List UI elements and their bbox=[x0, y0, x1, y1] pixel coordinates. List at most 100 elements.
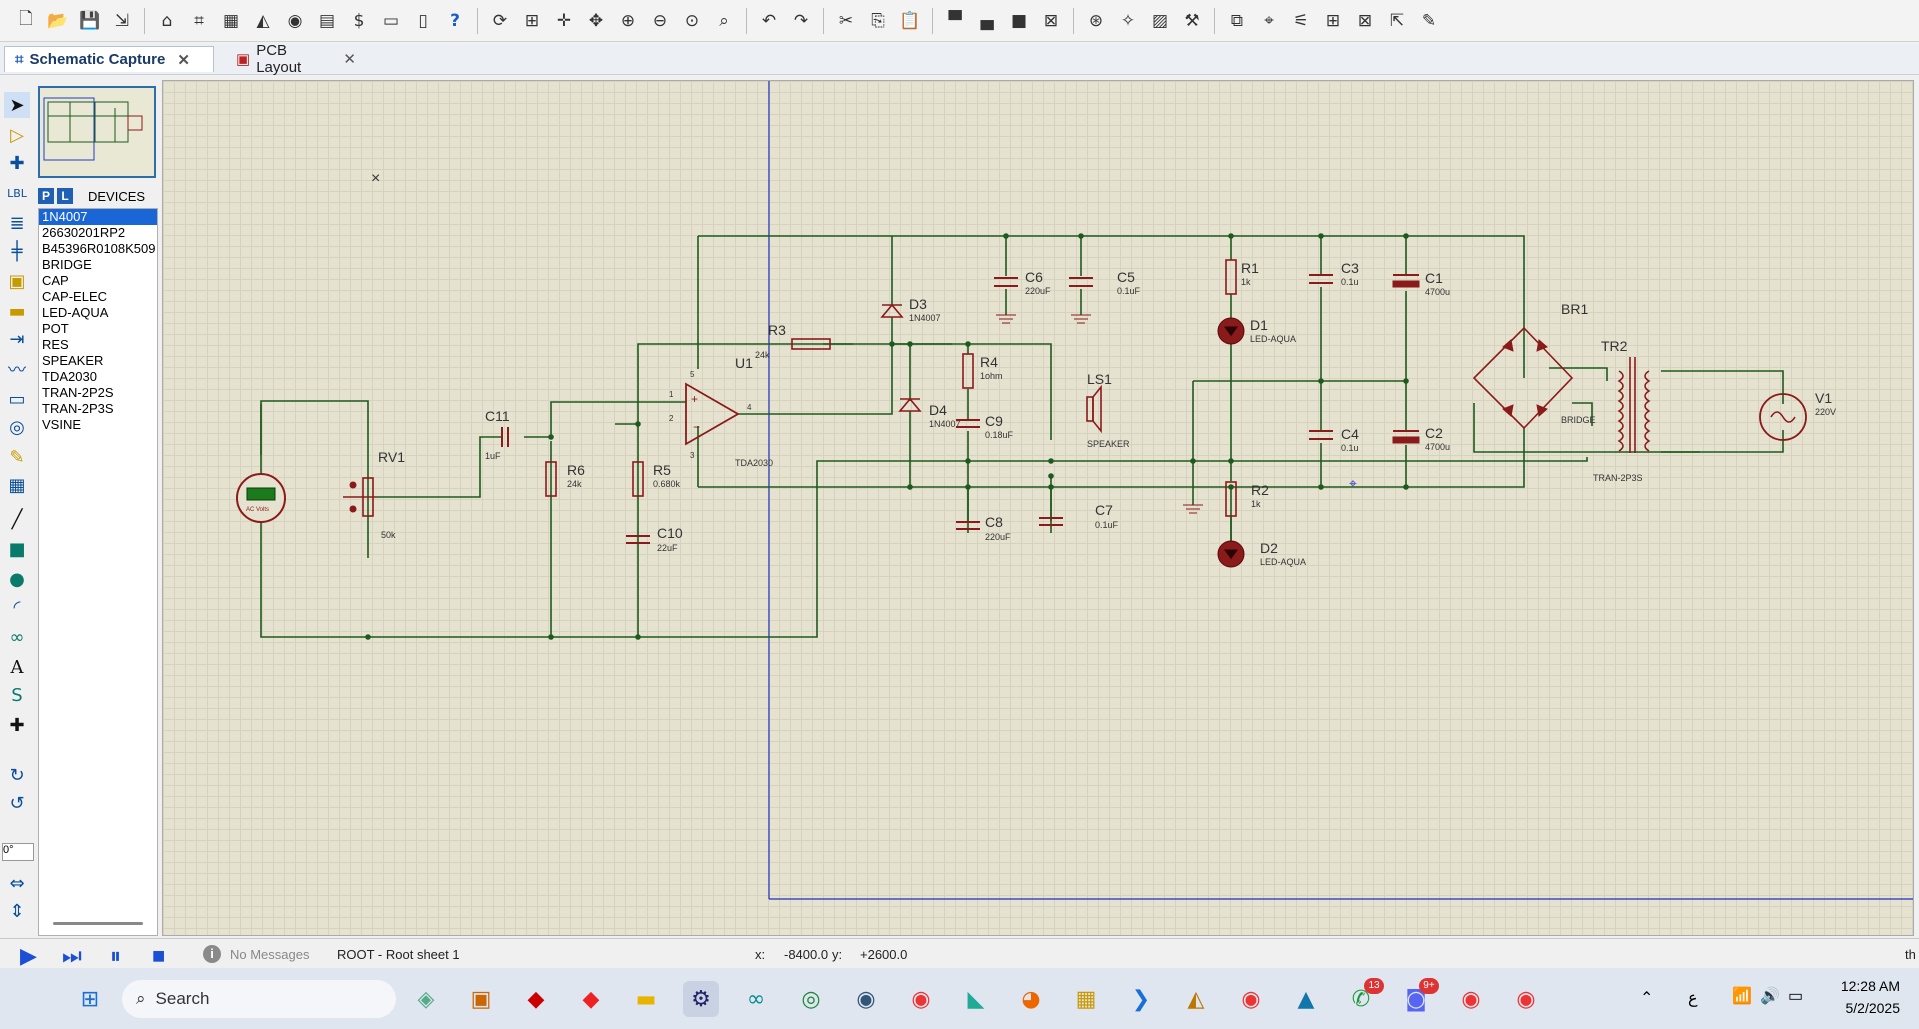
capacitor-c4[interactable]: C4 0.1u bbox=[1309, 426, 1359, 453]
new-sheet-icon[interactable]: ⊞ bbox=[1325, 10, 1341, 31]
netlist-icon[interactable]: ✎ bbox=[1421, 10, 1437, 31]
ac-voltmeter[interactable]: AC Volts bbox=[236, 473, 286, 523]
resistor-r3[interactable]: R3 24k bbox=[755, 322, 831, 360]
tab-schematic-capture[interactable]: ⌗ Schematic Capture ✕ bbox=[4, 46, 214, 72]
schematic-icon[interactable]: ⌗ bbox=[194, 10, 204, 31]
copy-icon[interactable]: ⎘ bbox=[871, 10, 885, 31]
block-rotate-icon[interactable]: ■ bbox=[1010, 10, 1028, 31]
device-item[interactable]: 26630201RP2 bbox=[42, 225, 126, 240]
open-folder-icon[interactable]: 📂 bbox=[47, 10, 69, 31]
device-item[interactable]: CAP bbox=[42, 273, 69, 288]
led-d2[interactable]: D2 LED-AQUA bbox=[1217, 540, 1306, 568]
clock-time[interactable]: 12:28 AM bbox=[1840, 978, 1900, 994]
device-item[interactable]: 1N4007 bbox=[39, 209, 157, 225]
file-explorer-icon[interactable]: ▬ bbox=[635, 986, 657, 1012]
packaging-tool-icon[interactable]: ▨ bbox=[1151, 10, 1169, 31]
whatsapp-icon[interactable]: ✆ bbox=[1351, 986, 1371, 1012]
zoom-all-icon[interactable]: ⊙ bbox=[684, 10, 700, 31]
edge-icon[interactable]: ◎ bbox=[801, 986, 821, 1012]
redo-icon[interactable]: ↷ bbox=[793, 10, 809, 31]
graph-icon[interactable]: 〰 bbox=[8, 360, 26, 381]
3d-view-icon[interactable]: ◉ bbox=[287, 10, 303, 31]
calendar-app-icon[interactable]: ▦ bbox=[1075, 986, 1097, 1012]
device-item[interactable]: RES bbox=[42, 337, 69, 352]
path-icon[interactable]: ∞ bbox=[9, 626, 25, 648]
rotation-field[interactable]: 0° bbox=[2, 843, 34, 861]
import-icon[interactable]: ⇲ bbox=[114, 10, 130, 31]
new-file-icon[interactable]: 🗋 bbox=[19, 9, 33, 29]
undo-icon[interactable]: ↶ bbox=[761, 10, 777, 31]
close-icon[interactable]: ✕ bbox=[343, 51, 356, 68]
resistor-r5[interactable]: R5 0.680k bbox=[632, 461, 681, 497]
device-item[interactable]: CAP-ELEC bbox=[42, 289, 108, 304]
language-indicator[interactable]: ع bbox=[1688, 990, 1698, 1007]
grid-icon[interactable]: ⊞ bbox=[524, 10, 540, 31]
tape-recorder-icon[interactable]: ▭ bbox=[8, 388, 26, 410]
paste-icon[interactable]: 📋 bbox=[899, 10, 921, 31]
capacitor-c9[interactable]: C9 0.18uF bbox=[956, 413, 1014, 440]
device-item[interactable]: BRIDGE bbox=[42, 257, 92, 272]
chip-icon[interactable]: ▦ bbox=[222, 10, 240, 31]
generator-icon[interactable]: ◎ bbox=[9, 416, 25, 438]
dollar-icon[interactable]: $ bbox=[353, 10, 365, 31]
block-delete-icon[interactable]: ⊠ bbox=[1043, 10, 1059, 31]
chrome-icon-2[interactable]: ◉ bbox=[1461, 986, 1481, 1012]
symbol-icon[interactable]: S bbox=[11, 684, 23, 706]
app-red-icon[interactable]: ◆ bbox=[582, 986, 600, 1012]
capacitor-c11[interactable]: C11 1uF bbox=[485, 408, 510, 461]
chrome-icon[interactable]: ◉ bbox=[911, 986, 931, 1012]
tab-pcb-layout[interactable]: ▣ PCB Layout ✕ bbox=[226, 42, 366, 76]
photos-icon[interactable]: ▲ bbox=[1297, 986, 1315, 1012]
circle-icon[interactable]: ● bbox=[9, 568, 25, 590]
selection-mode-icon[interactable]: ➤ bbox=[4, 92, 30, 118]
microsoft-365-icon[interactable]: ◈ bbox=[417, 986, 435, 1012]
store-icon[interactable]: ▣ bbox=[470, 986, 492, 1012]
capacitor-c5[interactable]: C5 0.1uF bbox=[1069, 269, 1141, 324]
text-icon[interactable]: A bbox=[10, 656, 24, 678]
chrome-profile-icon[interactable]: ◉ bbox=[1241, 986, 1261, 1012]
virtual-instrument-icon[interactable]: ▦ bbox=[8, 474, 26, 496]
capacitor-c2[interactable]: C2 4700u bbox=[1392, 425, 1450, 452]
app-shape-icon[interactable]: ◭ bbox=[1187, 986, 1205, 1012]
chevron-up-icon[interactable]: ⌃ bbox=[1640, 990, 1654, 1007]
battery-icon[interactable]: ▭ bbox=[1788, 988, 1804, 1005]
vscode-icon[interactable]: ❯ bbox=[1131, 986, 1151, 1012]
wire-autorouter-icon[interactable]: ⧉ bbox=[1230, 10, 1244, 31]
pick-devices-button[interactable]: P bbox=[38, 188, 54, 204]
discord-icon[interactable]: ◙ bbox=[1405, 986, 1427, 1012]
potentiometer-rv1[interactable]: RV1 50k bbox=[343, 449, 405, 540]
library-button[interactable]: L bbox=[57, 188, 73, 204]
rotate-anticlockwise-icon[interactable]: ↺ bbox=[9, 792, 25, 814]
chrome-icon-3[interactable]: ◉ bbox=[1516, 986, 1536, 1012]
proteus-icon[interactable]: ⚙ bbox=[683, 981, 719, 1017]
capacitor-c1[interactable]: C1 4700u bbox=[1392, 270, 1450, 297]
help-icon[interactable]: ? bbox=[450, 10, 460, 31]
clock-date[interactable]: 5/2/2025 bbox=[1845, 1000, 1901, 1016]
origin-icon[interactable]: ✛ bbox=[556, 10, 572, 31]
junction-dot-icon[interactable]: ✚ bbox=[9, 152, 25, 174]
device-item[interactable]: LED-AQUA bbox=[42, 305, 109, 320]
search-tag-icon[interactable]: ⌖ bbox=[1264, 10, 1274, 31]
save-icon[interactable]: 💾 bbox=[79, 10, 101, 31]
close-icon[interactable]: ✕ bbox=[177, 51, 190, 69]
resistor-r2[interactable]: R2 1k bbox=[1225, 481, 1269, 517]
terminal-icon[interactable]: ▬ bbox=[8, 300, 26, 322]
voltage-probe-icon[interactable]: ✎ bbox=[9, 446, 25, 468]
flip-vertical-icon[interactable]: ⇕ bbox=[9, 900, 25, 922]
play-icon[interactable]: ▶ bbox=[20, 943, 37, 968]
device-item[interactable]: TDA2030 bbox=[42, 369, 97, 384]
arduino-icon[interactable]: ∞ bbox=[746, 986, 766, 1012]
zoom-area-icon[interactable]: ⌕ bbox=[719, 10, 729, 31]
device-item[interactable]: B45396R0108K509 bbox=[42, 241, 156, 256]
capacitor-c8[interactable]: C8 220uF bbox=[956, 514, 1011, 542]
source-code-icon[interactable]: ▭ bbox=[382, 10, 400, 31]
resistor-r6[interactable]: R6 24k bbox=[545, 461, 585, 497]
gerber-icon[interactable]: ◭ bbox=[256, 10, 270, 31]
device-pin-icon[interactable]: ⇥ bbox=[9, 328, 25, 350]
remove-sheet-icon[interactable]: ⊠ bbox=[1357, 10, 1373, 31]
document-icon[interactable]: ▯ bbox=[418, 10, 428, 31]
led-d1[interactable]: D1 LED-AQUA bbox=[1217, 317, 1296, 345]
property-tool-icon[interactable]: ⚟ bbox=[1293, 10, 1309, 31]
opamp-u1[interactable]: + − 5 1 2 4 3 U1 TDA2030 bbox=[669, 355, 773, 468]
make-device-icon[interactable]: ✧ bbox=[1120, 10, 1136, 31]
